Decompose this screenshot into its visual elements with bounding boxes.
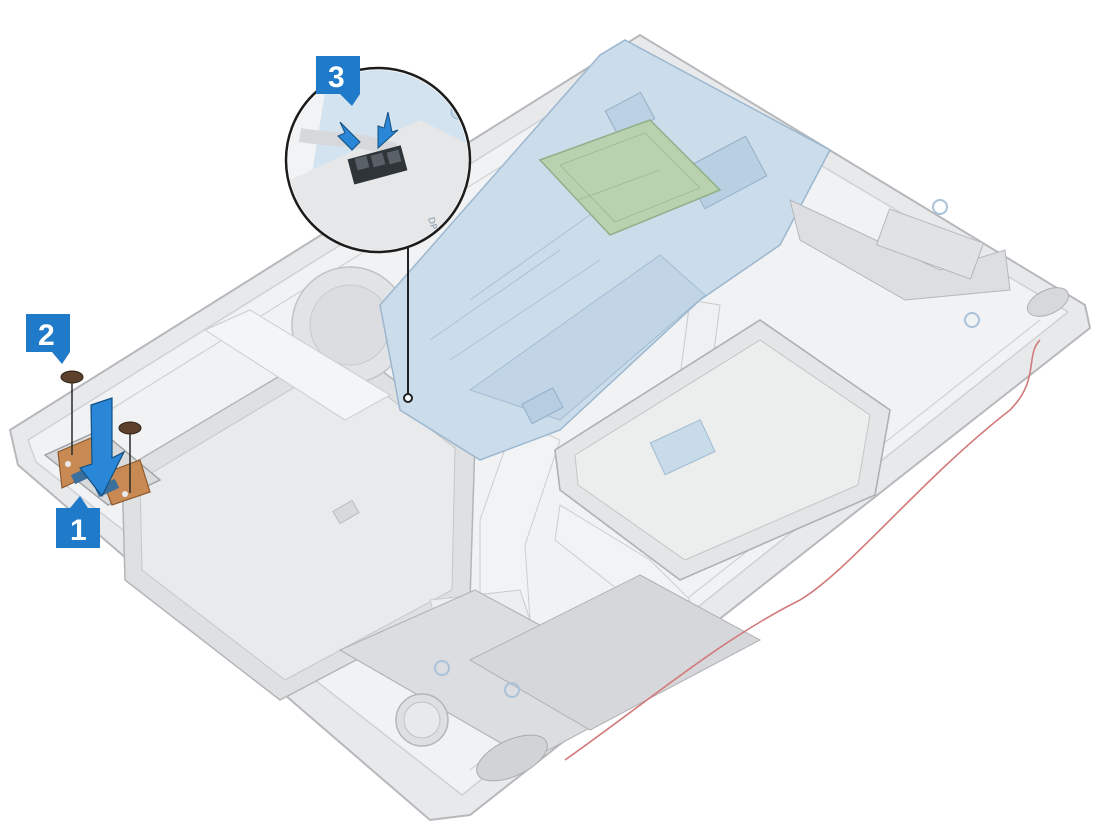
arrow-down-icon — [79, 397, 126, 498]
step-badge-2: 2 — [26, 314, 70, 364]
step-badge-3: 3 — [316, 56, 360, 106]
touchpad-bracket — [554, 319, 891, 581]
system-board — [379, 39, 1011, 461]
svg-text:1: 1 — [70, 514, 87, 547]
magnifier-callout-icon: DP — [284, 66, 472, 403]
screw-icon — [60, 370, 84, 455]
speaker-cable — [564, 339, 1041, 761]
memory-module — [538, 119, 722, 236]
zoom-connector-label: DP — [425, 216, 438, 231]
speakers — [338, 199, 1070, 782]
screw-icon — [118, 421, 142, 493]
svg-text:2: 2 — [38, 319, 55, 352]
step-badge-1: 1 — [56, 496, 100, 548]
svg-text:3: 3 — [328, 61, 345, 94]
